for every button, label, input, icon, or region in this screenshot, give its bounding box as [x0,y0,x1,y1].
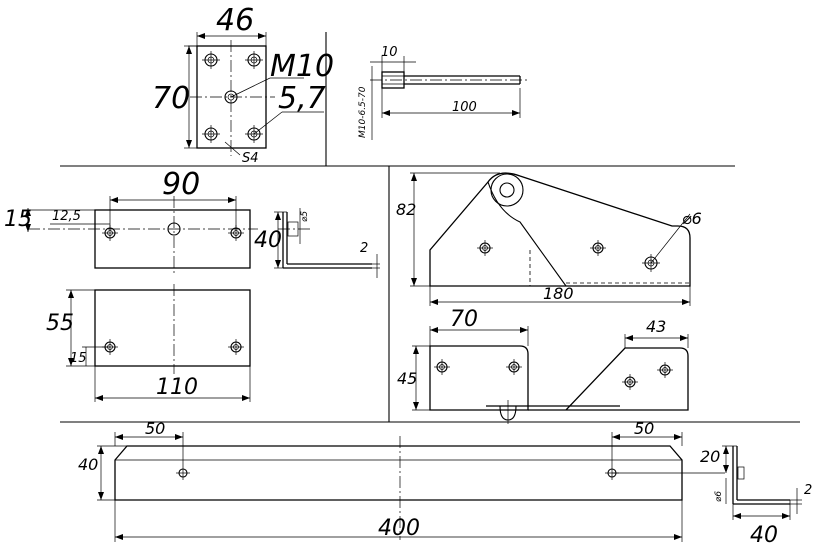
gusset-flat-holes [434,359,673,390]
bar-flange-dim: 40 [750,523,778,548]
gusset-length-dim: 180 [543,284,574,303]
bar-length-dim: 400 [378,516,420,541]
bar-hole-height-dim: 20 [700,447,720,466]
bracket-profile-view: ⌀5 40 2 [254,208,380,278]
section-dividers [60,32,800,423]
bar-hole-dim: ⌀6 [714,491,724,502]
bar-left-offset-dim: 50 [145,419,165,438]
bracket-offset-dim: 12,5 [52,209,81,224]
plate-view: 46 70 M10 5,7 S4 [152,3,334,166]
bar-height-dim: 40 [78,455,98,474]
plan-edge-dim: 15 [70,351,87,366]
bolt-length-dim: 100 [452,100,477,115]
bracket-small-view: 90 12,5 15 [4,167,258,276]
bracket-edge-dim: 15 [4,207,32,232]
bracket-spacing-dim: 90 [162,167,200,202]
plan-height-dim: 55 [46,311,74,336]
plate-width-dim: 46 [216,3,254,38]
bar-profile-view: 20 ⌀6 2 40 [700,445,812,548]
bracket-plan-view: 55 15 110 [46,284,251,402]
plate-hole-dim: 5,7 [278,81,326,116]
profile-flange-dim: 40 [254,228,282,253]
bolt-spec-label: M10-6.5-70 [358,86,368,138]
bar-thickness-dim: 2 [804,483,812,498]
gusset-flat-left-dim: 70 [450,307,478,332]
gusset-view: ⌀6 82 180 [396,172,702,306]
profile-thickness-dim: 2 [360,241,368,256]
long-bar-view: 50 50 40 400 [78,419,725,542]
plate-thickness-dim: S4 [242,151,259,166]
plate-height-dim: 70 [152,81,190,116]
plate-thread-dim: M10 [270,49,334,84]
bar-right-offset-dim: 50 [634,419,654,438]
profile-hole-dim: ⌀5 [300,211,310,222]
gusset-height-dim: 82 [396,200,416,219]
bolt-head-dim: 10 [381,45,398,60]
plate-holes [202,51,263,143]
gusset-flat-right-dim: 43 [646,317,666,336]
gusset-flat-view: 70 43 45 [397,307,689,424]
plan-length-dim: 110 [156,375,198,400]
bolt-view: 10 100 M10-6.5-70 [358,45,528,140]
gusset-flat-height-dim: 45 [397,369,417,388]
gusset-hole-dim: ⌀6 [682,209,702,228]
